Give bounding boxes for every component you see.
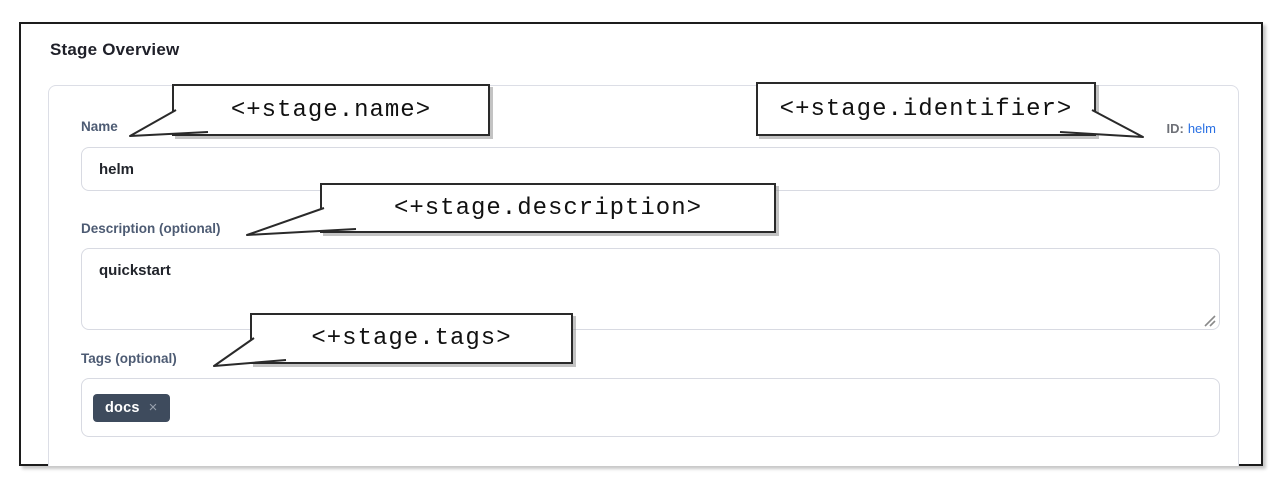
page-title: Stage Overview: [50, 40, 180, 59]
callout-stage-identifier: <+stage.identifier>: [756, 82, 1096, 136]
callout-stage-name: <+stage.name>: [172, 84, 490, 136]
callout-stage-description: <+stage.description>: [320, 183, 776, 233]
tags-label: Tags (optional): [81, 351, 177, 366]
description-label: Description (optional): [81, 221, 221, 236]
stage-id-row: ID:helm: [1166, 121, 1216, 136]
tag-chip-label: docs: [105, 399, 140, 416]
tag-chip: docs ×: [93, 393, 170, 422]
id-caption: ID:: [1166, 121, 1184, 136]
id-value: helm: [1187, 121, 1216, 136]
name-label: Name: [81, 119, 118, 134]
callout-stage-tags: <+stage.tags>: [250, 313, 573, 364]
tag-remove-icon[interactable]: ×: [148, 399, 158, 416]
tags-input[interactable]: docs ×: [81, 378, 1220, 437]
